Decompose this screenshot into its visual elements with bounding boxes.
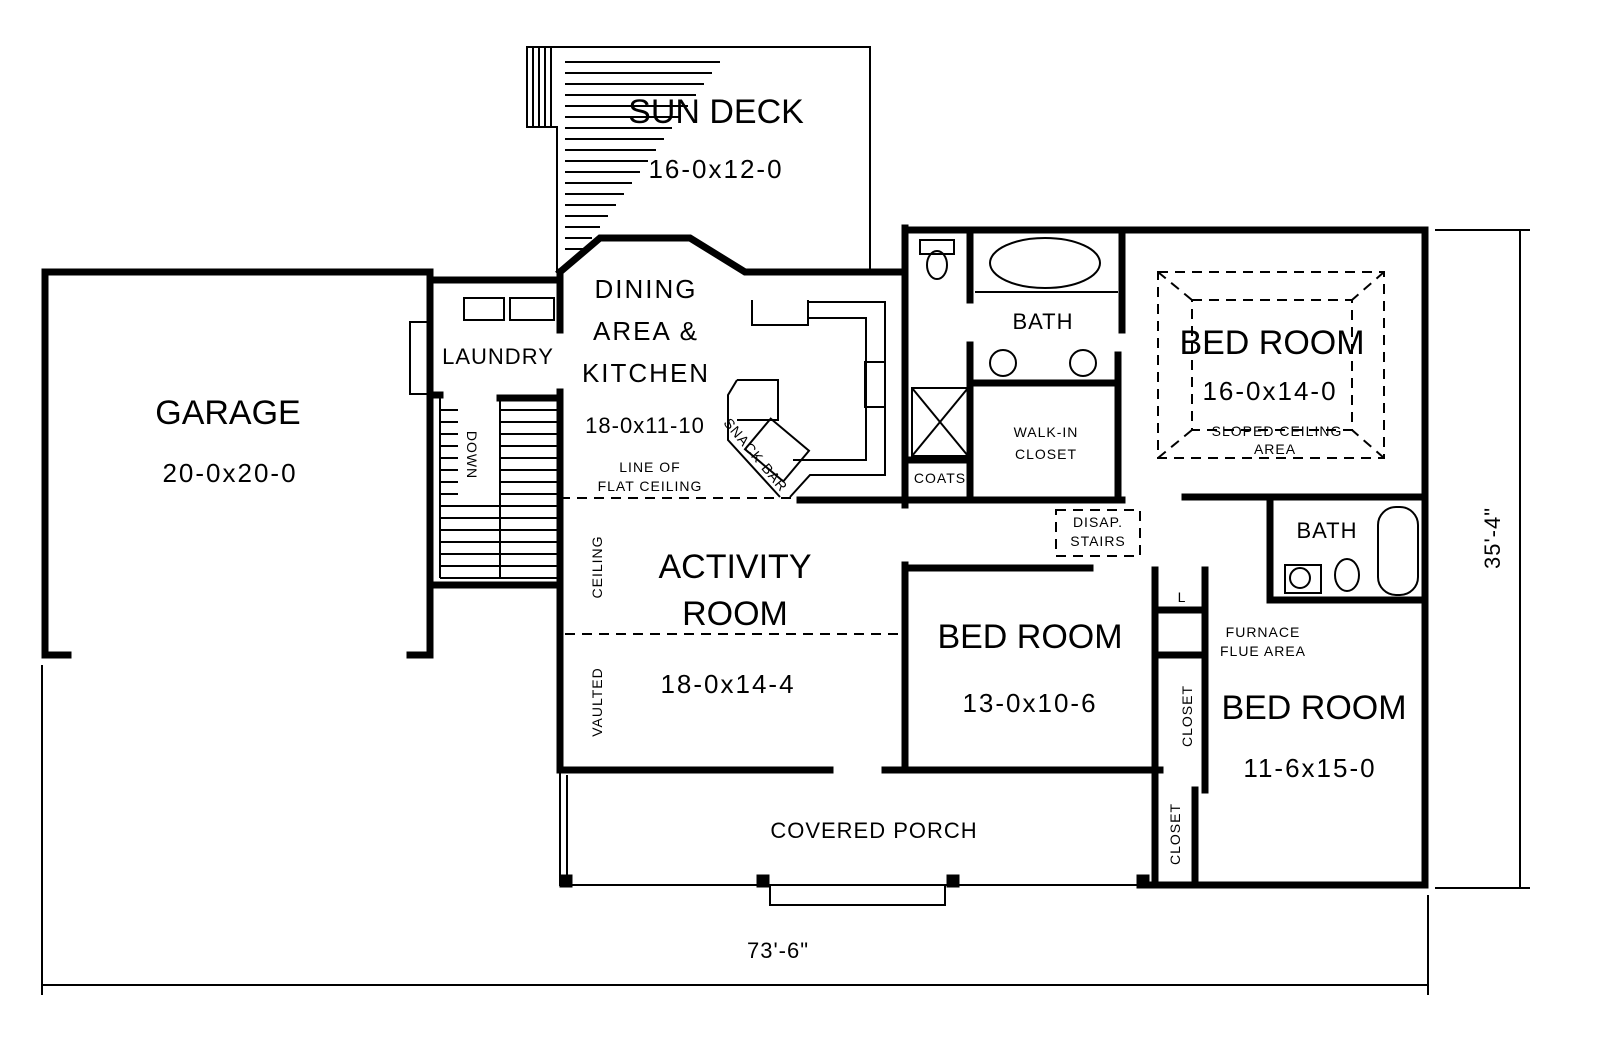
laundry-label: LAUNDRY bbox=[442, 344, 554, 369]
flat-ceiling-label-1: LINE OF bbox=[619, 459, 680, 475]
bed2-label: BED ROOM bbox=[937, 618, 1122, 656]
dining-label-3: KITCHEN bbox=[582, 358, 710, 388]
sloped-ceiling-label-2: AREA bbox=[1254, 441, 1296, 457]
stairs-down-label: DOWN bbox=[464, 431, 480, 479]
coats-label: COATS bbox=[914, 470, 966, 486]
disap-stairs-label-2: STAIRS bbox=[1070, 533, 1126, 549]
furnace-label-2: FLUE AREA bbox=[1220, 643, 1306, 659]
sun-deck-size: 16-0x12-0 bbox=[648, 154, 783, 184]
closet-a-label: CLOSET bbox=[1179, 685, 1195, 747]
disap-stairs-label-1: DISAP. bbox=[1073, 514, 1123, 530]
dining-label-1: DINING bbox=[595, 274, 698, 304]
bed3-size: 11-6x15-0 bbox=[1243, 753, 1376, 783]
sun-deck bbox=[526, 46, 871, 272]
vaulted-label: VAULTED bbox=[589, 667, 605, 737]
furnace-label-1: FURNACE bbox=[1226, 624, 1301, 640]
flat-ceiling-label-2: FLAT CEILING bbox=[598, 478, 703, 494]
walk-in-label-1: WALK-IN bbox=[1014, 424, 1079, 440]
fixtures bbox=[727, 237, 1419, 596]
dining-label-2: AREA & bbox=[593, 316, 699, 346]
closet-b-label: CLOSET bbox=[1167, 803, 1183, 865]
garage-size: 20-0x20-0 bbox=[162, 458, 297, 488]
master-bed-size: 16-0x14-0 bbox=[1202, 376, 1337, 406]
bed3-label: BED ROOM bbox=[1221, 689, 1406, 727]
laundry-stair-walls bbox=[426, 276, 564, 589]
master-bed-label: BED ROOM bbox=[1179, 324, 1364, 362]
bath2-label: BATH bbox=[1296, 518, 1357, 543]
dimension-lines bbox=[41, 229, 1530, 995]
bed2-size: 13-0x10-6 bbox=[962, 688, 1097, 718]
sun-deck-label: SUN DECK bbox=[628, 93, 804, 131]
linen-label: L bbox=[1178, 589, 1187, 605]
activity-label-2: ROOM bbox=[682, 595, 788, 633]
garage-walls bbox=[41, 268, 434, 659]
main-walls bbox=[555, 224, 1429, 889]
covered-porch bbox=[559, 770, 1150, 906]
master-bath-label: BATH bbox=[1012, 309, 1073, 334]
garage-label: GARAGE bbox=[155, 394, 300, 432]
activity-size: 18-0x14-4 bbox=[660, 669, 795, 699]
activity-label-1: ACTIVITY bbox=[658, 548, 811, 586]
walk-in-label-2: CLOSET bbox=[1015, 446, 1077, 462]
ceiling-label: CEILING bbox=[589, 535, 605, 598]
depth-dimension: 35'-4" bbox=[1480, 507, 1505, 569]
sloped-ceiling-label-1: SLOPED CEILING bbox=[1212, 423, 1343, 439]
ceiling-lines bbox=[560, 271, 1385, 635]
porch-label: COVERED PORCH bbox=[770, 818, 977, 843]
dining-size: 18-0x11-10 bbox=[585, 413, 705, 438]
width-dimension: 73'-6" bbox=[747, 938, 809, 963]
